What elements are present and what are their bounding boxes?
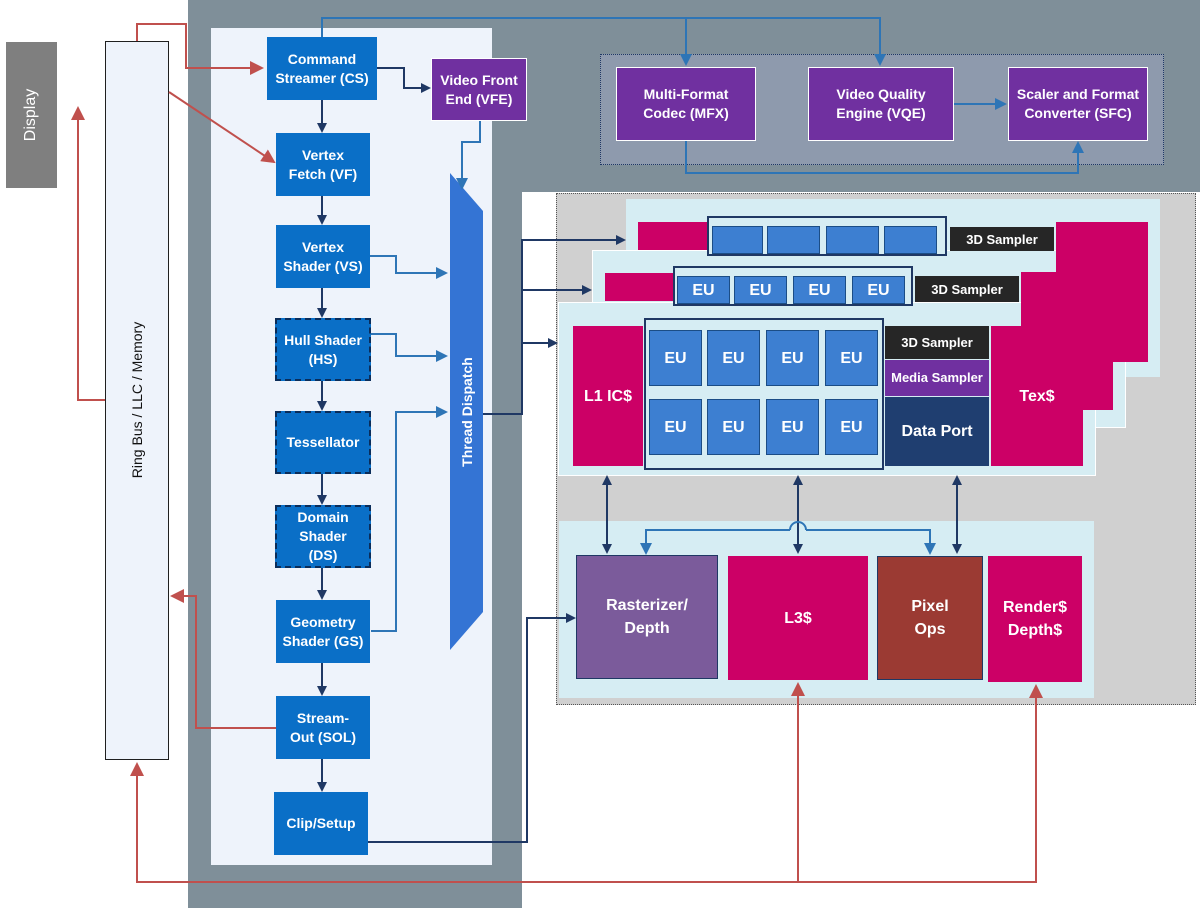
thread-dispatch-bar <box>450 173 483 650</box>
subslice-mid-l1 <box>605 273 677 301</box>
subslice-back-eu-4 <box>884 226 937 254</box>
scaler-format-converter: Scaler and Format Converter (SFC) <box>1008 67 1148 141</box>
subslice-mid-eu-2: EU <box>734 276 787 304</box>
video-quality-engine: Video Quality Engine (VQE) <box>808 67 954 141</box>
clip-setup: Clip/Setup <box>274 792 368 855</box>
vertex-fetch: Vertex Fetch (VF) <box>276 133 370 196</box>
geometry-shader: Geometry Shader (GS) <box>276 600 370 663</box>
vertex-shader: Vertex Shader (VS) <box>276 225 370 288</box>
tessellator: Tessellator <box>275 411 371 474</box>
multi-format-codec: Multi-Format Codec (MFX) <box>616 67 756 141</box>
video-front-end: Video Front End (VFE) <box>431 58 527 121</box>
l3-cache: L3$ <box>728 556 868 680</box>
eu-7: EU <box>766 399 819 455</box>
3d-sampler: 3D Sampler <box>885 326 989 359</box>
subslice-mid-eu-1: EU <box>677 276 730 304</box>
render-depth-cache: Render$ Depth$ <box>988 556 1082 682</box>
subslice-back-eu-2 <box>767 226 820 254</box>
subslice-back-eu-3 <box>826 226 879 254</box>
eu-2: EU <box>707 330 760 386</box>
domain-shader: Domain Shader (DS) <box>275 505 371 568</box>
command-streamer: Command Streamer (CS) <box>267 37 377 100</box>
subslice-mid-eu-3: EU <box>793 276 846 304</box>
rasterizer-depth: Rasterizer/ Depth <box>576 555 718 679</box>
eu-8: EU <box>825 399 878 455</box>
l1-instruction-cache: L1 IC$ <box>573 326 643 466</box>
subslice-back-3d-sampler: 3D Sampler <box>950 227 1054 251</box>
stream-out: Stream-Out (SOL) <box>276 696 370 759</box>
eu-4: EU <box>825 330 878 386</box>
data-port: Data Port <box>885 397 989 466</box>
eu-5: EU <box>649 399 702 455</box>
thread-dispatch-label: Thread Dispatch <box>459 357 475 467</box>
eu-3: EU <box>766 330 819 386</box>
ring-bus <box>105 41 169 760</box>
subslice-back-eu-1 <box>712 226 763 254</box>
eu-1: EU <box>649 330 702 386</box>
hull-shader: Hull Shader (HS) <box>275 318 371 381</box>
subslice-mid-eu-4: EU <box>852 276 905 304</box>
display-box <box>6 42 57 188</box>
media-sampler: Media Sampler <box>885 360 989 396</box>
eu-6: EU <box>707 399 760 455</box>
texture-cache: Tex$ <box>991 326 1083 466</box>
subslice-mid-3d-sampler: 3D Sampler <box>915 276 1019 302</box>
subslice-back-l1 <box>638 222 710 250</box>
pixel-ops: Pixel Ops <box>877 556 983 680</box>
